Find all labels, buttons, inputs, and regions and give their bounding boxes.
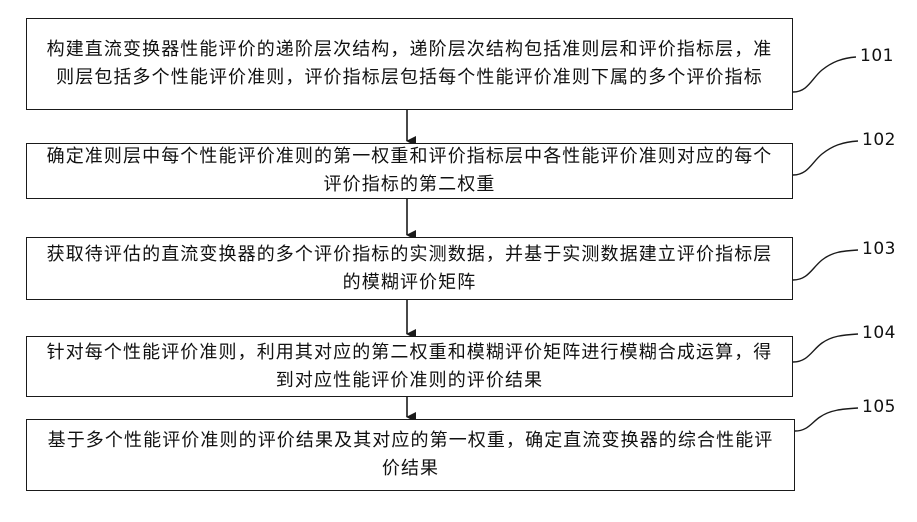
step-text-101: 构建直流变换器性能评价的递阶层次结构，递阶层次结构包括准则层和评价指标层，准则层… <box>41 36 778 92</box>
step-text-103: 获取待评估的直流变换器的多个评价指标的实测数据，并基于实测数据建立评价指标层的模… <box>41 241 778 297</box>
step-box-105: 基于多个性能评价准则的评价结果及其对应的第一权重，确定直流变换器的综合性能评价结… <box>26 419 795 491</box>
step-text-102: 确定准则层中每个性能评价准则的第一权重和评价指标层中各性能评价准则对应的每个评价… <box>41 143 778 199</box>
step-box-104: 针对每个性能评价准则，利用其对应的第二权重和模糊评价矩阵进行模糊合成运算，得到对… <box>26 336 793 397</box>
step-label-102: 102 <box>862 130 896 150</box>
step-label-103: 103 <box>862 239 896 259</box>
step-label-101: 101 <box>860 46 894 66</box>
leader-line-101 <box>793 57 856 92</box>
step-box-102: 确定准则层中每个性能评价准则的第一权重和评价指标层中各性能评价准则对应的每个评价… <box>26 143 793 199</box>
step-box-101: 构建直流变换器性能评价的递阶层次结构，递阶层次结构包括准则层和评价指标层，准则层… <box>26 18 793 110</box>
leader-line-104 <box>793 334 858 362</box>
step-label-104: 104 <box>862 323 896 343</box>
step-text-104: 针对每个性能评价准则，利用其对应的第二权重和模糊评价矩阵进行模糊合成运算，得到对… <box>41 339 778 395</box>
leader-line-102 <box>793 141 858 175</box>
leader-line-103 <box>793 250 858 280</box>
leader-line-105 <box>795 408 858 431</box>
step-label-105: 105 <box>862 397 896 417</box>
step-box-103: 获取待评估的直流变换器的多个评价指标的实测数据，并基于实测数据建立评价指标层的模… <box>26 237 793 300</box>
step-text-105: 基于多个性能评价准则的评价结果及其对应的第一权重，确定直流变换器的综合性能评价结… <box>41 427 780 483</box>
